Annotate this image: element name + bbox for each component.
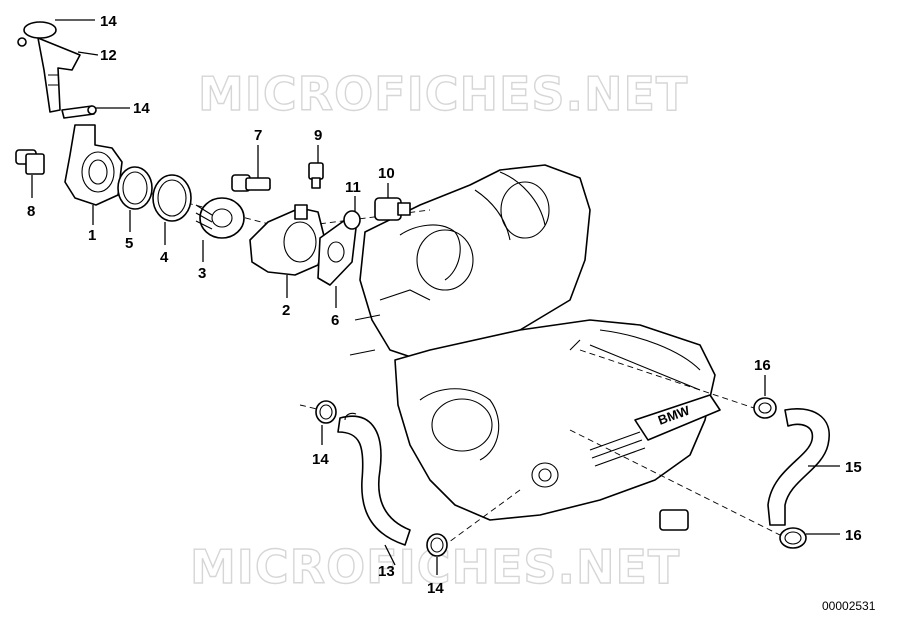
- document-id: 00002531: [822, 599, 876, 613]
- callout-16-top: 16: [754, 357, 771, 374]
- part-3-thermostat: [195, 197, 245, 239]
- leader-lines: [31, 19, 840, 575]
- part-15-hose: [767, 408, 830, 526]
- part-12-hose-elbow: [37, 37, 81, 113]
- callout-12: 12: [100, 47, 117, 64]
- part-16-clamp-bottom: [779, 527, 807, 549]
- callout-9: 9: [314, 127, 322, 144]
- callout-3: 3: [198, 265, 206, 282]
- callout-7: 7: [254, 127, 262, 144]
- part-9-sensor: [308, 162, 324, 189]
- part-14-clamp-bottom: [426, 533, 448, 557]
- part-11-washer: [343, 210, 361, 230]
- part-1-housing-cover: [64, 124, 123, 206]
- engine-block: BMW: [349, 164, 721, 531]
- part-6-gasket: [317, 219, 357, 286]
- callout-15: 15: [845, 459, 862, 476]
- part-14-clamp-left: [315, 400, 337, 424]
- part-10-temp-switch: [374, 197, 411, 221]
- part-16-clamp-top: [753, 397, 777, 419]
- part-4-gasket: [152, 174, 192, 222]
- part-13-hose: [337, 412, 411, 546]
- callout-16-bottom: 16: [845, 527, 862, 544]
- callout-5: 5: [125, 235, 133, 252]
- callout-14-left: 14: [312, 451, 329, 468]
- callout-14-mid: 14: [133, 100, 150, 117]
- callout-13: 13: [378, 563, 395, 580]
- callout-1: 1: [88, 227, 96, 244]
- watermark-top: MICROFICHES.NET: [198, 67, 688, 121]
- callout-8: 8: [27, 203, 35, 220]
- callout-6: 6: [331, 312, 339, 329]
- callout-11: 11: [345, 179, 361, 196]
- part-8-bolt: [15, 149, 45, 175]
- callout-2: 2: [282, 302, 290, 319]
- callout-10: 10: [378, 165, 395, 182]
- callout-4: 4: [160, 249, 169, 266]
- callout-14-bottom: 14: [427, 580, 444, 597]
- part-14-clamp-top: [17, 21, 57, 47]
- part-7-bolt: [231, 174, 271, 192]
- part-14-clamp-mid: [61, 105, 97, 119]
- callout-14-top: 14: [100, 13, 117, 30]
- part-2-housing: [249, 204, 326, 276]
